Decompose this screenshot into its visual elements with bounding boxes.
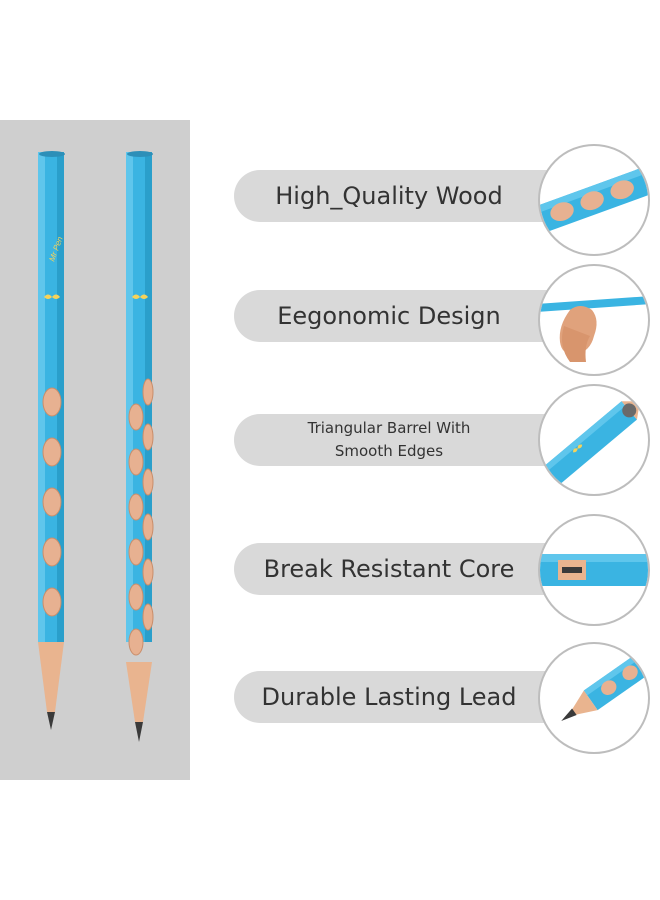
feature-durable-lasting-lead: Durable Lasting Lead [234,671,574,723]
feature-label-line2: Smooth Edges [334,442,444,460]
pencil-right [126,151,154,742]
feature-ergonomic-design: Eegonomic Design [234,290,574,342]
pencil-left: Mr Pen [38,151,65,730]
wood-closeup-icon [538,144,650,256]
product-image-panel: Mr Pen [0,120,190,780]
pencil-tip-icon [538,642,650,754]
feature-label: Durable Lasting Lead [261,682,517,711]
feature-high-quality-wood: High_Quality Wood [234,170,574,222]
feature-break-resistant-core: Break Resistant Core [234,543,574,595]
pencils-image: Mr Pen [38,151,154,742]
feature-label: Break Resistant Core [263,554,515,583]
feature-label: High_Quality Wood [275,181,503,210]
feature-label-line1: Triangular Barrel With [307,418,471,437]
feature-triangular-barrel: Triangular Barrel With Smooth Edges [234,414,574,466]
hand-holding-pencil-icon [538,264,650,376]
triangular-barrel-icon [538,384,650,496]
feature-label: Triangular Barrel With Smooth Edges [308,417,471,464]
feature-label: Eegonomic Design [277,301,501,330]
pencil-core-cutaway-icon [538,514,650,626]
